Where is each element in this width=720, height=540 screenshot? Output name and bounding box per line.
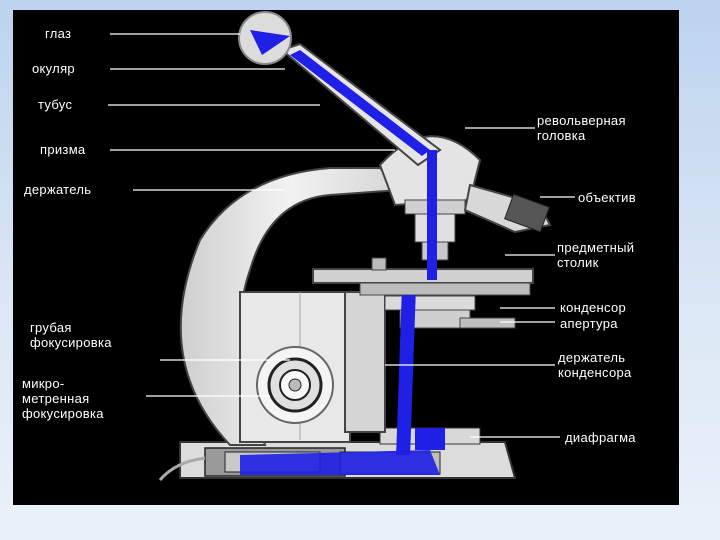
label-micro-focus-line1: микро- xyxy=(22,376,65,391)
label-condenser-holder: держатель конденсора xyxy=(558,350,632,380)
label-condenser-holder-line2: конденсора xyxy=(558,365,632,380)
label-aperture: апертура xyxy=(560,316,618,331)
label-revolver-line1: револьверная xyxy=(537,113,626,128)
stage xyxy=(312,257,534,296)
light-path xyxy=(240,150,445,475)
leader-lines xyxy=(108,33,575,438)
label-eyepiece: окуляр xyxy=(32,61,75,76)
label-tube: тубус xyxy=(38,97,73,112)
label-eye: глаз xyxy=(45,26,72,41)
label-micro-focus: микро- метренная фокусировка xyxy=(22,376,104,421)
label-objective: объектив xyxy=(578,190,636,205)
label-stage-line2: столик xyxy=(557,255,599,270)
label-condenser: конденсор xyxy=(560,300,627,315)
eye xyxy=(238,11,292,65)
objective-lens xyxy=(463,183,552,234)
label-diaphragm: диафрагма xyxy=(565,430,636,445)
focus-knob xyxy=(256,346,334,424)
label-prism: призма xyxy=(40,142,86,157)
label-stage-line1: предметный xyxy=(557,240,635,255)
label-holder: держатель xyxy=(24,182,92,197)
label-coarse-focus: грубая фокусировка xyxy=(30,320,112,350)
label-micro-focus-line2: метренная xyxy=(22,391,90,406)
label-condenser-holder-line1: держатель xyxy=(558,350,626,365)
eyepiece-tube xyxy=(279,42,442,167)
label-coarse-focus-line1: грубая xyxy=(30,320,72,335)
label-revolver: револьверная головка xyxy=(537,113,626,143)
label-stage: предметный столик xyxy=(557,240,634,270)
label-micro-focus-line3: фокусировка xyxy=(22,406,104,421)
label-revolver-line2: головка xyxy=(537,128,586,143)
label-coarse-focus-line2: фокусировка xyxy=(30,335,112,350)
